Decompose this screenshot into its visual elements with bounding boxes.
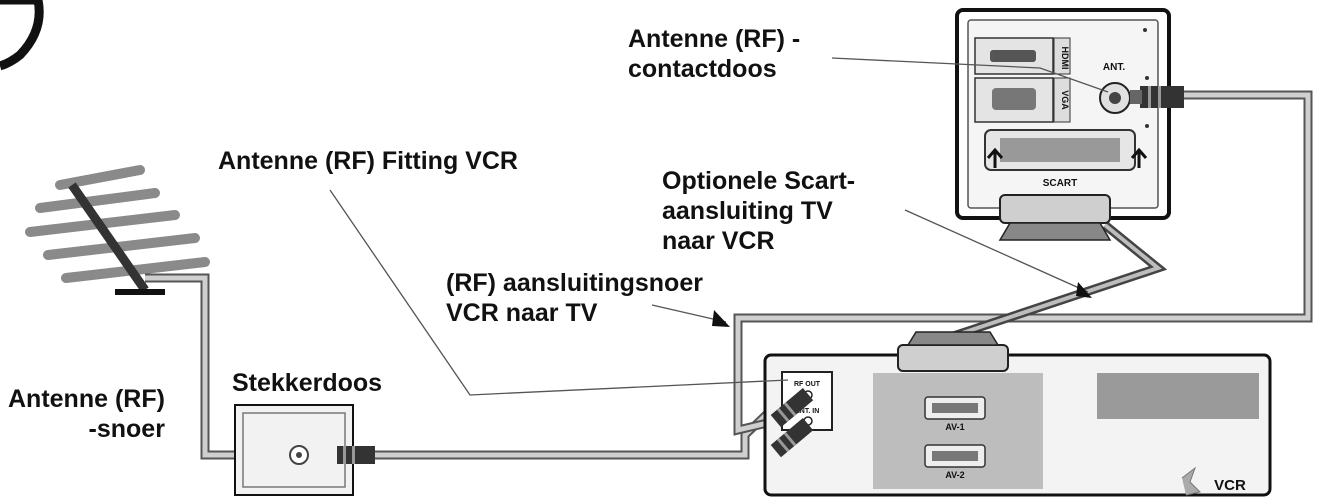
tv-scart-plug <box>998 194 1112 241</box>
av2-label: AV-2 <box>945 470 964 480</box>
rf-out-label: RF OUT <box>794 381 821 388</box>
arrow-up-icon <box>986 147 1004 168</box>
vcr-name-label: VCR <box>1214 477 1246 494</box>
label-wall-socket: Stekkerdoos <box>232 369 383 397</box>
vcr-rf-plugs <box>770 387 814 458</box>
scart-label: SCART <box>1043 178 1077 189</box>
leader-vcr-fitting <box>329 189 789 396</box>
tv-rf-plug <box>1130 86 1184 108</box>
label-optional-scart: Optionele Scart- aansluiting TV naar VCR <box>662 167 856 255</box>
arrow-icon <box>712 310 730 327</box>
leader-tv-socket <box>831 57 1109 93</box>
hdmi-label: HDMI <box>1060 47 1070 70</box>
av1-label: AV-1 <box>945 422 964 432</box>
ant-in-label: ANT. IN <box>795 408 820 415</box>
label-tv-rf-socket: Antenne (RF) - contactdoos <box>628 25 801 83</box>
label-vcr-rf-fitting: Antenne (RF) Fitting VCR <box>218 147 518 175</box>
leader-lines <box>329 57 1109 396</box>
vcr-device: RF OUT ANT. IN AV-1 AV-2 VCR <box>763 353 1272 497</box>
cursor-icon <box>1181 466 1202 496</box>
wall-socket <box>234 404 354 496</box>
vga-label: VGA <box>1060 90 1070 110</box>
arrow-icon <box>1076 282 1092 298</box>
plug-icon <box>337 446 375 464</box>
rf-cable-wall-vcr <box>370 388 794 460</box>
tv-back-panel: HDMI VGA ANT. SCART <box>955 8 1171 220</box>
label-antenna-cable: Antenne (RF) -snoer <box>8 385 165 443</box>
label-rf-lead: (RF) aansluitingsnoer VCR naar TV <box>446 269 703 327</box>
arrow-up-icon <box>1130 147 1148 168</box>
logo-fragment <box>0 0 44 71</box>
leader-scart <box>904 209 1089 293</box>
ant-label: ANT. <box>1103 62 1125 73</box>
antenna-icon <box>25 165 210 295</box>
vcr-scart-plug <box>897 331 1009 372</box>
